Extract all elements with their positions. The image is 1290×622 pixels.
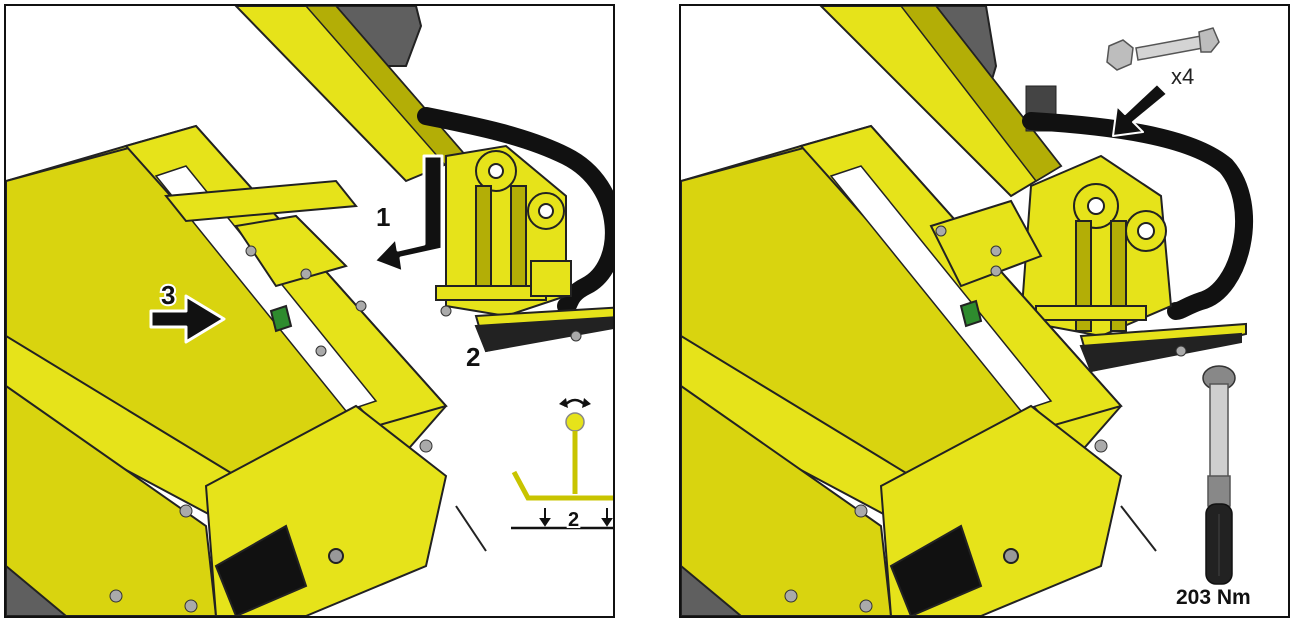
inset-label-2: 2: [568, 509, 579, 531]
step-label-2: 2: [466, 342, 480, 372]
right-arrow-icon: [149, 294, 226, 344]
bolts: [784, 225, 1187, 613]
torque-label: 203 Nm: [1176, 586, 1251, 609]
stand-inset-diagram: 2: [511, 398, 613, 533]
torque-wrench-icon: [1202, 365, 1236, 585]
step-panel-right: x4 203 Nm: [679, 4, 1290, 618]
step-label-3: 3: [161, 280, 175, 310]
step-label-1: 1: [376, 202, 390, 232]
down-left-arrow-icon: [1112, 83, 1168, 137]
left-illustration: 1 2 3 2: [6, 6, 613, 616]
mower-body: [6, 124, 487, 616]
hydraulic-hose: [417, 107, 613, 315]
down-then-left-arrow-icon: [372, 154, 444, 274]
hitch-bracket: [435, 144, 613, 353]
right-illustration: x4 203 Nm: [681, 6, 1254, 616]
mower-body: [681, 124, 1157, 616]
bolts: [109, 245, 582, 613]
boom-arm: [819, 6, 1063, 198]
bolt-nut-icon: [1106, 27, 1220, 71]
step-panel-left: 1 2 3 2: [4, 4, 615, 618]
down-arrow-icon: [539, 508, 613, 527]
quantity-label: x4: [1171, 64, 1194, 89]
